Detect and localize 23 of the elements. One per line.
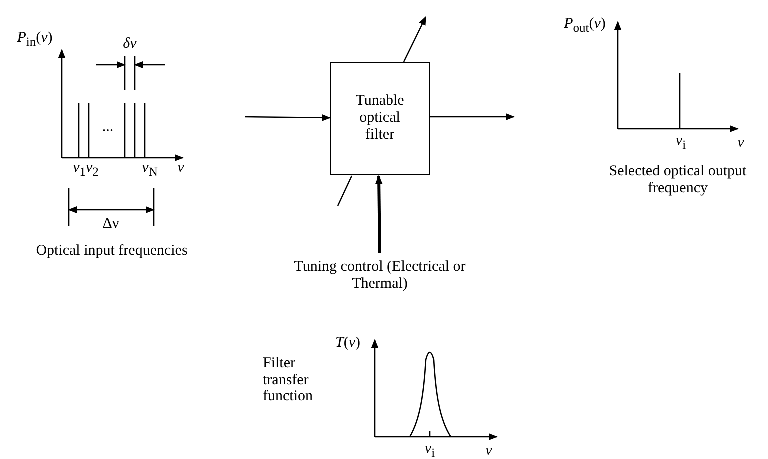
axis-label: ν [738, 134, 744, 152]
line [337, 176, 353, 206]
tick-label: ν$_{i}$ [676, 133, 686, 153]
caption: Optical input frequencies [36, 242, 188, 260]
caption: Filter transfer function [263, 355, 314, 405]
arrow [376, 175, 383, 254]
axis-label: P$_{in}$(ν) [17, 30, 53, 50]
filter-box: Tunable optical filter [330, 62, 430, 175]
axis-label: ν [486, 442, 492, 459]
dimension-label: δν [123, 36, 137, 52]
tick-label: ν$_{N}$ [142, 160, 158, 180]
tick-label: ν$_{i}$ [424, 441, 436, 459]
arrow [245, 114, 331, 122]
axis-label: T(ν) [336, 334, 360, 352]
tick-label: ν$_{1}$ν$_{2}$ [73, 160, 99, 180]
axis-label: ν [178, 160, 184, 176]
arrow [430, 113, 515, 121]
axis-label: P$_{out}$(ν) [564, 16, 606, 36]
dimension-label: Δν [102, 216, 120, 232]
control-label: Tuning control (Electrical or Thermal) [290, 253, 470, 299]
ellipsis: ... [102, 118, 114, 136]
arrow [403, 16, 427, 62]
caption: Selected optical output frequency [608, 164, 748, 196]
